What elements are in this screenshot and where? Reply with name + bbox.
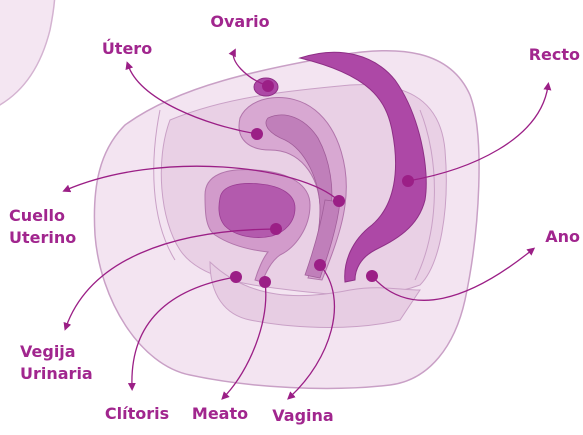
label-ano: Ano <box>520 226 580 247</box>
dot-utero <box>251 128 263 140</box>
dot-clitoris <box>230 271 242 283</box>
label-cuello-line-1: Cuello <box>9 205 109 226</box>
dot-vagina <box>314 259 326 271</box>
dot-ovario <box>262 80 274 92</box>
label-vegija-line-2: Urinaria <box>20 363 120 384</box>
dot-cuello <box>333 195 345 207</box>
dot-meato <box>259 276 271 288</box>
label-meato: Meato <box>182 403 258 424</box>
label-ovario: Ovario <box>198 11 282 32</box>
label-vegija-line-1: Vegija <box>20 341 120 362</box>
label-utero: Útero <box>87 38 167 59</box>
dot-vegija <box>270 223 282 235</box>
background-circle <box>0 0 55 110</box>
label-cuello-line-2: Uterino <box>9 227 109 248</box>
label-vagina: Vagina <box>260 405 346 426</box>
dot-recto <box>402 175 414 187</box>
dot-ano <box>366 270 378 282</box>
label-clitoris: Clítoris <box>96 403 178 424</box>
label-recto: Recto <box>508 44 580 65</box>
